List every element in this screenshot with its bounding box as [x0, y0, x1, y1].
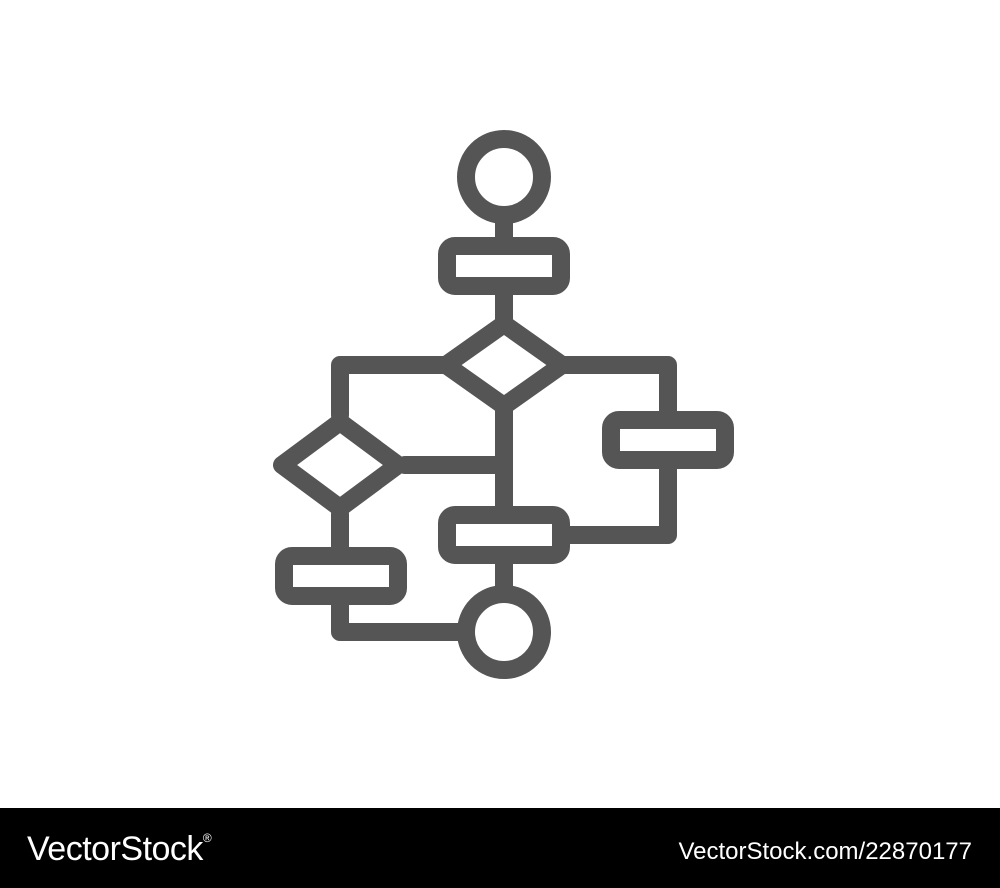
image-credit: VectorStock.com/22870177 [678, 838, 972, 865]
process-box-bottom-left [275, 547, 407, 605]
footer-bar: VectorStock® VectorStock.com/22870177 [0, 808, 1000, 888]
connector-lines [331, 213, 677, 641]
process-box-middle [438, 506, 570, 564]
vectorstock-logo: VectorStock® [27, 830, 212, 869]
icon-canvas [273, 130, 734, 679]
process-box-top [438, 237, 570, 295]
decision-diamond-top [437, 315, 571, 415]
start-circle-node [457, 130, 551, 224]
process-box-right [602, 411, 734, 469]
end-circle-node [457, 585, 551, 679]
flowchart-icon [273, 130, 734, 679]
decision-diamond-left [273, 413, 407, 517]
registered-mark: ® [202, 831, 212, 845]
brand-name: VectorStock [27, 830, 203, 868]
